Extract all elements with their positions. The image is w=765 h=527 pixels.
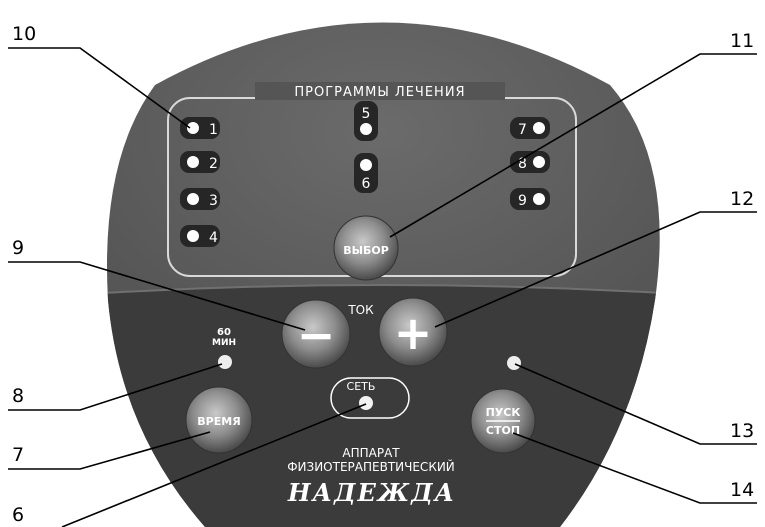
program-6-label: 6 — [362, 176, 371, 192]
program-3-label: 3 — [209, 193, 218, 209]
program-4-indicator[interactable]: 4 — [180, 225, 220, 247]
callout-6: 6 — [12, 504, 24, 526]
time-button[interactable]: ВРЕМЯ — [185, 386, 253, 454]
program-9-led — [533, 193, 545, 205]
start-stop-button[interactable]: ПУСК СТОП — [470, 388, 536, 454]
callout-11: 11 — [730, 30, 754, 52]
program-2-label: 2 — [209, 156, 218, 172]
program-8-led — [533, 156, 545, 168]
program-3-indicator[interactable]: 3 — [180, 188, 220, 210]
callout-8: 8 — [12, 385, 24, 407]
program-4-label: 4 — [209, 230, 218, 246]
minus-icon: − — [297, 308, 336, 362]
callout-line-13 — [514, 363, 757, 445]
power-button-label: СЕТЬ — [347, 380, 376, 393]
program-8-label: 8 — [518, 156, 527, 172]
select-button[interactable]: ВЫБОР — [333, 215, 399, 281]
power-button[interactable]: СЕТЬ — [330, 377, 410, 419]
time-button-label: ВРЕМЯ — [197, 415, 240, 428]
callout-line-14 — [512, 432, 757, 504]
program-5-label: 5 — [362, 106, 371, 122]
callout-13: 13 — [730, 420, 754, 442]
programs-title-bg — [255, 82, 505, 100]
callout-line-7 — [8, 431, 211, 470]
select-button-label: ВЫБОР — [343, 244, 389, 257]
callout-line-6 — [61, 403, 367, 527]
program-5-led — [360, 123, 372, 135]
start-label: ПУСК — [486, 406, 521, 419]
programs-title: ПРОГРАММЫ ЛЕЧЕНИЯ — [294, 85, 465, 100]
timer-label-bottom: МИН — [212, 338, 236, 348]
program-6-indicator[interactable]: 6 — [354, 153, 378, 193]
device-line1: АППАРАТ — [342, 446, 400, 460]
timer-60-led — [218, 355, 232, 369]
program-9-indicator[interactable]: 9 — [510, 188, 550, 210]
program-7-label: 7 — [518, 122, 527, 138]
program-4-led — [187, 230, 199, 242]
program-3-led — [187, 193, 199, 205]
program-1-indicator[interactable]: 1 — [180, 117, 220, 139]
callout-10: 10 — [12, 23, 36, 45]
program-7-indicator[interactable]: 7 — [510, 117, 550, 139]
power-led — [359, 396, 373, 410]
device-name: НАДЕЖДА — [287, 478, 456, 507]
callout-line-8 — [8, 363, 223, 411]
program-9-label: 9 — [518, 193, 527, 209]
callout-lines — [8, 47, 757, 527]
timer-label-top: 60 — [217, 327, 231, 338]
plus-icon: + — [394, 306, 433, 360]
program-1-led — [187, 122, 199, 134]
program-5-indicator[interactable]: 5 — [354, 101, 378, 141]
current-minus-button[interactable]: − — [281, 299, 351, 369]
program-6-led — [360, 159, 372, 171]
device-line2: ФИЗИОТЕРАПЕВТИЧЕСКИЙ — [287, 459, 455, 474]
program-8-indicator[interactable]: 8 — [510, 151, 550, 173]
callout-line-11 — [389, 53, 757, 238]
stop-label: СТОП — [486, 424, 520, 437]
current-plus-button[interactable]: + — [378, 297, 448, 367]
callout-12: 12 — [730, 188, 754, 210]
callout-7: 7 — [12, 444, 24, 466]
callout-line-12 — [434, 211, 757, 328]
callout-9: 9 — [12, 237, 24, 259]
run-led — [507, 356, 521, 370]
program-2-led — [187, 156, 199, 168]
current-label: ТОК — [347, 303, 374, 317]
callout-line-10 — [8, 47, 191, 129]
program-1-label: 1 — [209, 122, 218, 138]
callout-line-9 — [8, 261, 306, 331]
program-2-indicator[interactable]: 2 — [180, 151, 220, 173]
callout-14: 14 — [730, 479, 754, 501]
program-7-led — [533, 122, 545, 134]
